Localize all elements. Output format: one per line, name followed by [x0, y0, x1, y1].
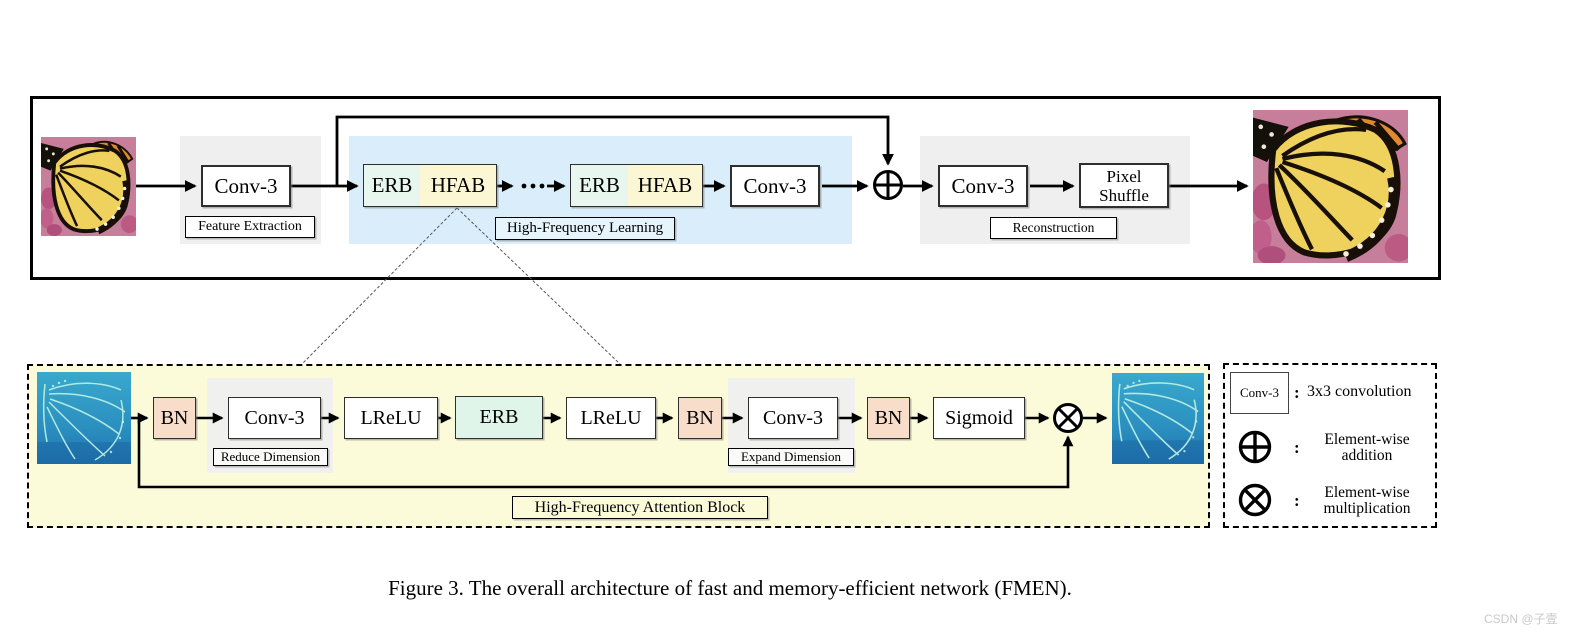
- pixel-shuffle-box: Pixel Shuffle: [1079, 163, 1169, 208]
- output-butterfly-image: [1253, 110, 1408, 263]
- conv3-label: Conv-3: [214, 173, 278, 198]
- input-butterfly-image: [41, 137, 136, 236]
- pixel-shuffle-line2: Shuffle: [1099, 185, 1149, 205]
- conv3-label: Conv-3: [244, 406, 305, 429]
- figure-caption: Figure 3. The overall architecture of fa…: [388, 576, 1072, 600]
- conv3-reconstruction-box: Conv-3: [938, 165, 1028, 207]
- conv3-expand-box: Conv-3: [748, 397, 838, 439]
- high-frequency-learning-label: High-Frequency Learning: [495, 217, 675, 240]
- bn2-box: BN: [678, 397, 722, 439]
- erb-box: ERB: [455, 396, 543, 439]
- lrelu1-box: LReLU: [344, 397, 438, 439]
- conv3-label: Conv-3: [763, 406, 823, 429]
- lrelu2-box: LReLU: [566, 397, 656, 439]
- conv3-hfl-box: Conv-3: [730, 165, 820, 207]
- conv3-reduce-box: Conv-3: [228, 397, 321, 439]
- erb-segment: ERB: [364, 165, 420, 206]
- reduce-dimension-label: Reduce Dimension: [213, 448, 328, 466]
- hfab-input-feature-map: [37, 372, 131, 464]
- hfab-segment: HFAB: [628, 165, 702, 206]
- feature-extraction-label: Feature Extraction: [185, 216, 315, 238]
- bn1-box: BN: [153, 397, 196, 439]
- erb-segment: ERB: [571, 165, 628, 206]
- top-pipeline-frame: [30, 96, 1441, 280]
- legend-conv-desc: 3x3 convolution: [1307, 383, 1412, 400]
- erb-hfab-block-2: ERB HFAB: [570, 164, 703, 207]
- sigmoid-box: Sigmoid: [933, 397, 1025, 439]
- legend-conv3-box: Conv-3: [1230, 372, 1289, 414]
- legend-colon-3: :: [1294, 491, 1300, 510]
- erb-hfab-block-1: ERB HFAB: [363, 164, 497, 207]
- legend-colon-1: :: [1294, 383, 1300, 402]
- legend-mul-desc: Element-wise multiplication: [1323, 484, 1411, 517]
- csdn-watermark: CSDN @子壹: [1484, 612, 1558, 626]
- reconstruction-label: Reconstruction: [990, 217, 1117, 239]
- hfab-output-feature-map: [1112, 373, 1204, 464]
- conv3-label: Conv-3: [743, 173, 807, 198]
- bn3-box: BN: [867, 397, 910, 439]
- hfab-title-label: High-Frequency Attention Block: [512, 496, 768, 519]
- pixel-shuffle-line1: Pixel: [1106, 166, 1142, 186]
- legend-colon-2: :: [1294, 438, 1300, 457]
- conv3-feature-extraction-box: Conv-3: [201, 165, 291, 207]
- expand-dimension-label: Expand Dimension: [728, 448, 854, 466]
- conv3-label: Conv-3: [951, 173, 1015, 198]
- hfab-segment: HFAB: [420, 165, 496, 206]
- legend-add-desc: Element-wise addition: [1324, 431, 1410, 464]
